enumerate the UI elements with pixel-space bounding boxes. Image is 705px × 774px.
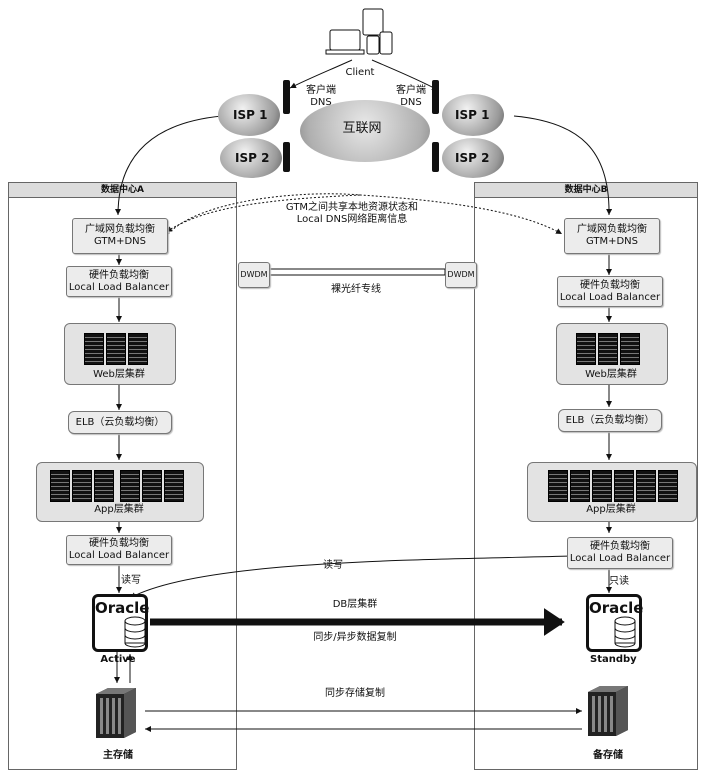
app-cluster-a-label: App层集群 — [94, 504, 144, 515]
server-icon — [128, 333, 148, 365]
web-cluster-b-label: Web层集群 — [585, 369, 637, 380]
server-icon — [94, 470, 114, 502]
client-dns-right-line2: DNS — [400, 97, 422, 108]
isp1-right-cloud — [442, 94, 504, 136]
server-icon — [50, 470, 70, 502]
internet-cloud — [300, 100, 430, 162]
server-icon — [614, 470, 634, 502]
router-icon — [283, 142, 290, 172]
monitor-icon — [325, 8, 393, 55]
hlb-top-b-line1: 硬件负载均衡 — [580, 279, 640, 291]
isp2-left-cloud — [220, 138, 282, 178]
client-dns-left: 客户端 DNS — [296, 85, 346, 109]
server-icon — [658, 470, 678, 502]
hlb-top-a: 硬件负载均衡 Local Load Balancer — [66, 266, 172, 297]
database-icon — [124, 616, 146, 648]
isp2-right-label: ISP 2 — [455, 151, 490, 165]
hlb-bottom-b-line2: Local Load Balancer — [569, 553, 671, 564]
isp1-left-cloud — [218, 94, 280, 136]
isp1-right-label: ISP 1 — [455, 108, 490, 122]
dwdm-right-label: DWDM — [447, 270, 475, 279]
gtm-share-note: GTM之间共享本地资源状态和 Local DNS网络距离信息 — [262, 202, 442, 226]
server-icon — [548, 470, 568, 502]
isp1-left-label: ISP 1 — [233, 108, 268, 122]
server-icon — [598, 333, 618, 365]
storage-icon — [96, 688, 136, 738]
app-cluster-b-label: App层集群 — [586, 504, 636, 515]
router-icon — [432, 80, 439, 114]
gtm-b-line1: 广域网负载均衡 — [577, 224, 647, 235]
sync-db-label: 同步/异步数据复制 — [313, 632, 397, 643]
server-icon — [142, 470, 162, 502]
elb-a: ELB（云负载均衡） — [68, 411, 172, 434]
datacenter-a-title: 数据中心A — [9, 183, 236, 198]
sync-storage-label: 同步存储复制 — [325, 688, 385, 699]
primary-storage-label: 主存储 — [103, 750, 133, 761]
client-dns-right-line1: 客户端 — [396, 85, 426, 96]
client-dns-left-line2: DNS — [310, 97, 332, 108]
isp2-right-cloud — [442, 138, 504, 178]
client-devices — [325, 8, 400, 58]
dwdm-left-label: DWDM — [240, 270, 268, 279]
fiber-label: 裸光纤专线 — [331, 284, 381, 295]
server-icon — [84, 333, 104, 365]
gtm-a-line1: 广域网负载均衡 — [85, 224, 155, 235]
hlb-bottom-a-line1: 硬件负载均衡 — [89, 538, 149, 549]
isp2-left-label: ISP 2 — [235, 151, 270, 165]
router-icon — [283, 80, 290, 114]
oracle-active-db: Oracle — [92, 594, 150, 652]
server-icon — [620, 333, 640, 365]
hlb-bottom-a-line2: Local Load Balancer — [68, 550, 170, 561]
elb-a-label: ELB（云负载均衡） — [75, 416, 165, 428]
gtm-a-line2: GTM+DNS — [93, 236, 147, 247]
active-label: Active — [100, 654, 136, 665]
elb-b: ELB（云负载均衡） — [558, 409, 662, 432]
internet-label: 互联网 — [342, 121, 382, 136]
gtm-b-line2: GTM+DNS — [585, 236, 639, 247]
datacenter-a: 数据中心A — [8, 182, 237, 770]
datacenter-b: 数据中心B — [474, 182, 698, 770]
server-icon — [106, 333, 126, 365]
gtm-share-line2: Local DNS网络距离信息 — [296, 214, 408, 225]
web-cluster-a-label: Web层集群 — [93, 369, 145, 380]
router-icon — [432, 142, 439, 172]
hlb-bottom-b: 硬件负载均衡 Local Load Balancer — [567, 537, 673, 569]
hlb-top-b-line2: Local Load Balancer — [559, 291, 661, 303]
client-dns-right: 客户端 DNS — [386, 85, 436, 109]
hlb-bottom-b-line1: 硬件负载均衡 — [590, 541, 650, 552]
server-icon — [164, 470, 184, 502]
server-icon — [636, 470, 656, 502]
dwdm-left: DWDM — [238, 262, 270, 288]
oracle-standby-label: Oracle — [589, 599, 644, 617]
gtm-share-line1: GTM之间共享本地资源状态和 — [285, 202, 419, 213]
dwdm-right: DWDM — [445, 262, 477, 288]
server-icon — [570, 470, 590, 502]
db-cluster-label: DB层集群 — [332, 599, 378, 610]
hlb-bottom-a: 硬件负载均衡 Local Load Balancer — [66, 535, 172, 565]
rw-mid-label: 读写 — [323, 560, 343, 571]
server-icon — [72, 470, 92, 502]
standby-label: Standby — [590, 654, 637, 665]
backup-storage-label: 备存储 — [593, 750, 623, 761]
database-icon — [614, 616, 636, 648]
oracle-active-label: Oracle — [95, 599, 150, 617]
datacenter-b-title: 数据中心B — [475, 183, 697, 198]
elb-b-label: ELB（云负载均衡） — [565, 414, 655, 426]
gtm-box-b: 广域网负载均衡 GTM+DNS — [564, 218, 660, 254]
server-icon — [576, 333, 596, 365]
client-dns-left-line1: 客户端 — [306, 85, 336, 96]
server-icon — [120, 470, 140, 502]
hlb-top-b: 硬件负载均衡 Local Load Balancer — [557, 276, 663, 307]
rw-left-label: 读写 — [121, 575, 141, 586]
server-icon — [592, 470, 612, 502]
client-label: Client — [345, 67, 375, 78]
storage-icon — [588, 686, 628, 736]
hlb-top-a-line2: Local Load Balancer — [68, 281, 170, 293]
gtm-box-a: 广域网负载均衡 GTM+DNS — [72, 218, 168, 254]
readonly-label: 只读 — [609, 576, 629, 587]
hlb-top-a-line1: 硬件负载均衡 — [89, 269, 149, 281]
